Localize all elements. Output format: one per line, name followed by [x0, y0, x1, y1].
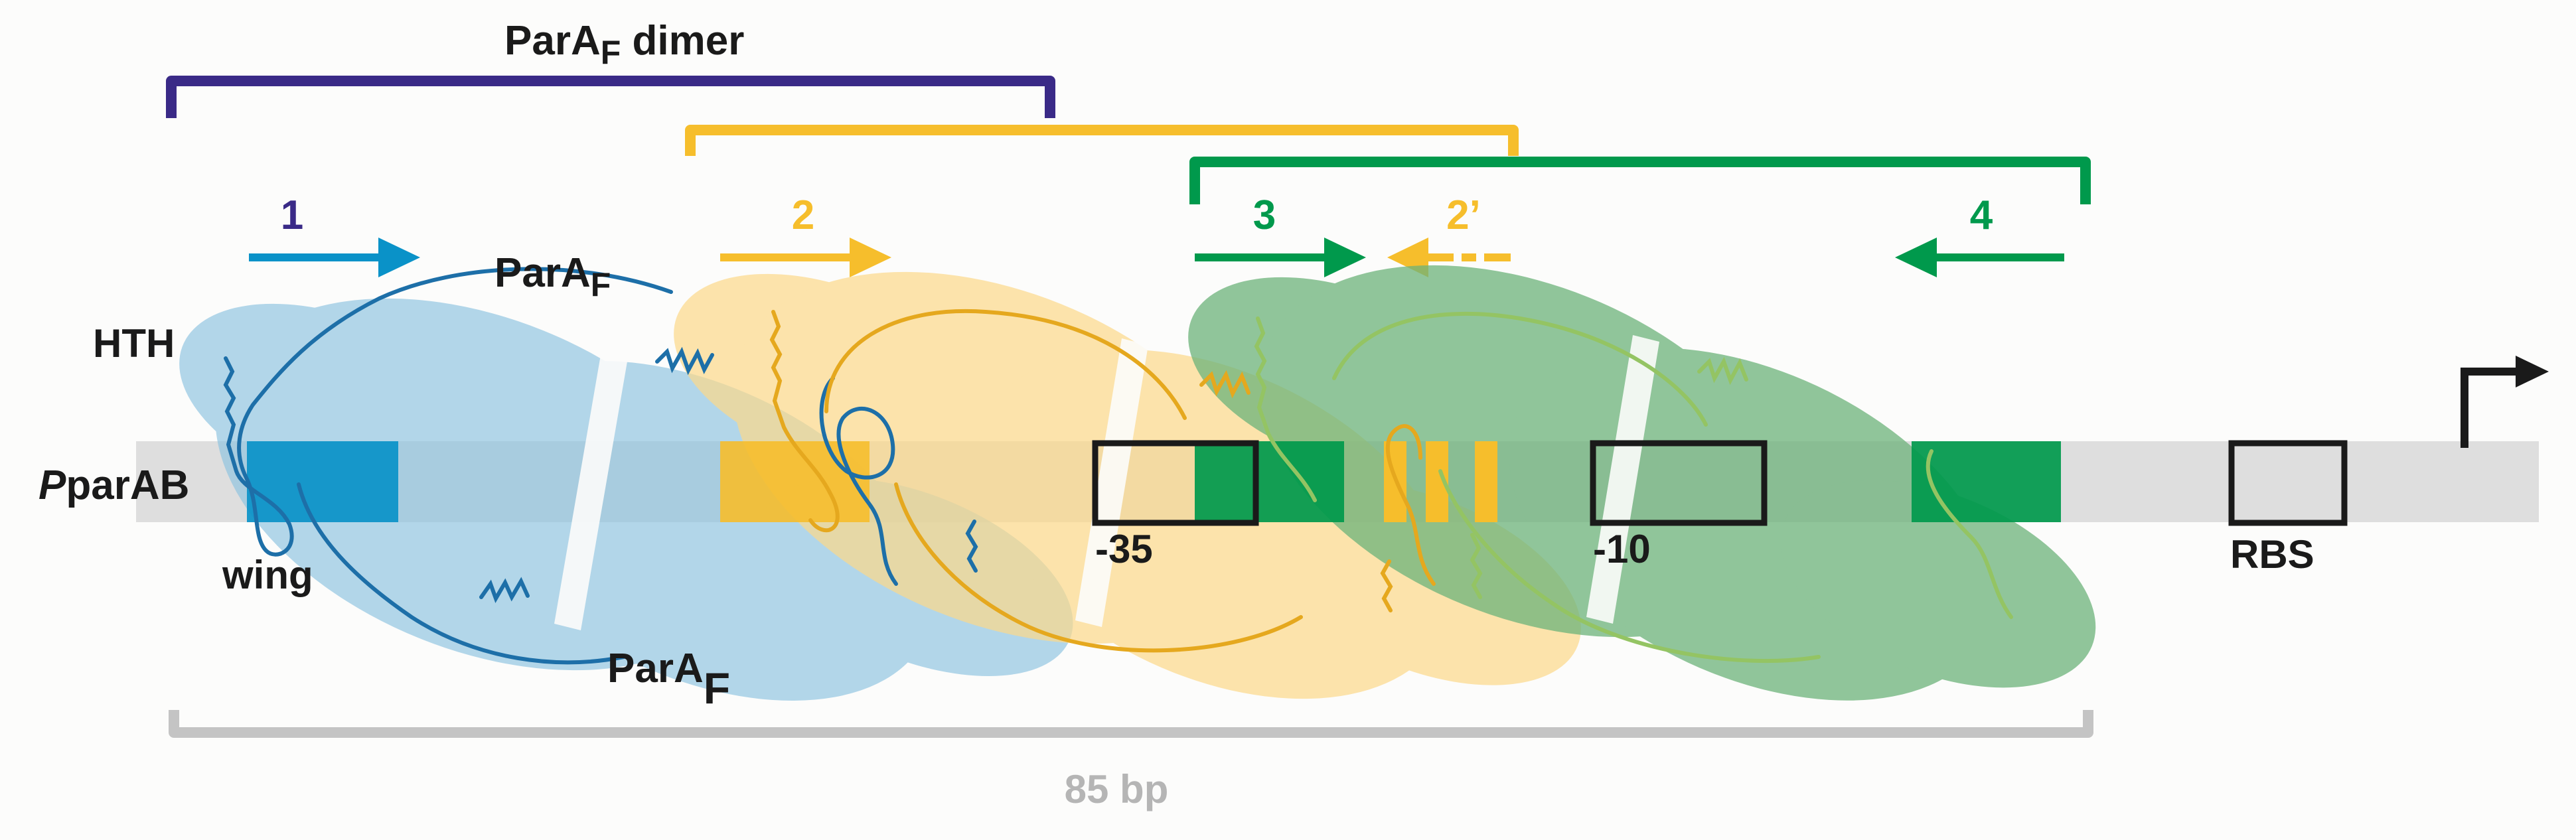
yellow-zigzag	[1199, 370, 1250, 399]
blue-zigzag-bottom	[479, 577, 530, 604]
blue-loop-lower	[297, 482, 626, 665]
blue-dimer-gap	[554, 355, 627, 630]
transcription-start-arrowhead	[2516, 356, 2549, 387]
yellow-loop-lower	[894, 482, 1303, 653]
blue-hth-helix	[223, 267, 673, 557]
promoter-label: PparAB	[38, 462, 189, 508]
protein-label-bottom: ParAF	[607, 646, 730, 713]
green-wing-domain	[1780, 480, 2096, 688]
protein-label-top: ParAF	[494, 250, 611, 303]
wing-label: wing	[222, 553, 313, 597]
green-linework	[1254, 311, 2013, 664]
dimer-bracket-green	[1189, 157, 2091, 204]
green-loop-lower	[1438, 469, 1821, 664]
minus35-label: -35	[1095, 527, 1153, 571]
rbs-label: RBS	[2230, 532, 2314, 577]
site-2prime-dash-2	[1484, 253, 1511, 261]
yellow-wing-coil	[1385, 424, 1436, 586]
green-loop-top	[1332, 311, 1708, 427]
yellow-hth-helix	[769, 310, 840, 533]
blue-linework	[223, 267, 978, 665]
minus35-box	[1092, 440, 1259, 526]
site-1-arrow	[249, 238, 420, 277]
site-3-label: 3	[1253, 192, 1276, 238]
site-2prime-bar-3	[1475, 441, 1497, 522]
green-zigzag	[1697, 356, 1748, 385]
green-wing-tail	[1470, 533, 1483, 599]
yellow-loop-top	[824, 309, 1187, 420]
site-4-label: 4	[1970, 192, 1993, 238]
site-1-label: 1	[281, 192, 303, 238]
green-hth-helix	[1254, 316, 1317, 502]
hth-label: HTH	[93, 321, 175, 366]
dimer-bracket-purple	[166, 76, 1055, 118]
minus10-label: -10	[1593, 527, 1651, 571]
green-wing-coil	[1926, 449, 2013, 619]
site-2-box	[720, 441, 870, 522]
length-bracket	[169, 710, 2093, 738]
site-3-arrow	[1195, 238, 1366, 277]
yellow-dimer-gap	[1075, 338, 1148, 627]
yellow-linework	[769, 309, 1436, 653]
blue-wing-tail	[965, 520, 978, 573]
length-label: 85 bp	[1065, 767, 1169, 811]
minus10-box	[1590, 440, 1768, 526]
green-dimer-gap	[1586, 335, 1659, 624]
site-4-box	[1912, 441, 2061, 522]
blue-wing-coil	[819, 376, 898, 586]
site-2prime-arrow	[1387, 238, 1454, 277]
site-2prime-dash-1	[1462, 253, 1476, 261]
transcription-start-arrow	[2461, 368, 2519, 448]
site-2prime-label: 2’	[1446, 192, 1481, 238]
dimer-title: ParAF dimer	[504, 18, 744, 71]
rbs-box	[2228, 440, 2348, 526]
site-2-label: 2	[792, 192, 814, 238]
site-4-arrow	[1895, 238, 2064, 277]
yellow-wing-tail	[1380, 559, 1393, 612]
blue-zigzag-top	[655, 346, 714, 376]
dimer-bracket-yellow	[685, 125, 1519, 156]
site-2-arrow	[720, 238, 891, 277]
site-1-box	[247, 441, 398, 522]
site-3-box	[1195, 441, 1344, 522]
